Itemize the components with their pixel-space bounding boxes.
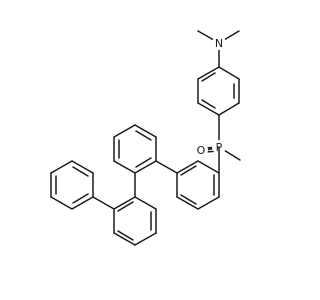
phosphine-oxide-group: P O	[194, 114, 241, 161]
oxygen-label: O	[197, 144, 206, 157]
terminal-phenyl-ring	[50, 160, 115, 210]
nitrogen-label: N	[215, 37, 223, 50]
dimethylaminophenyl-ring	[197, 66, 240, 116]
phosphinyl-phenylene-ring	[176, 146, 220, 210]
structure-svg: N P O	[50, 30, 241, 246]
o-atom-mask	[194, 143, 208, 157]
biphenyl-inner-ring	[113, 172, 157, 246]
molecule-drawing: N P O	[50, 30, 241, 246]
dimethylamino-group: N	[197, 30, 240, 68]
middle-phenylene-ring	[113, 124, 178, 174]
n-atom-mask	[212, 36, 226, 50]
